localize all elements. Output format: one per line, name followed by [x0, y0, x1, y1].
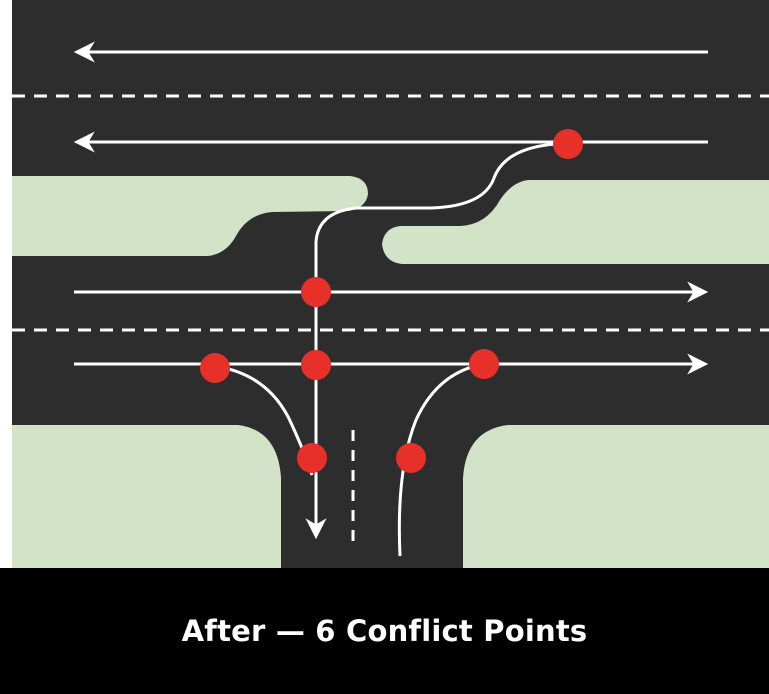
- conflict-point-marker: [469, 349, 499, 379]
- median-island-left: [12, 176, 368, 256]
- conflict-point-marker: [297, 443, 327, 473]
- caption-title: After — 6 Conflict Points: [181, 614, 588, 648]
- caption-bar: After — 6 Conflict Points: [0, 568, 769, 694]
- corner-bottom-left: [12, 425, 281, 572]
- arrow-down-icon: [305, 142, 557, 540]
- conflict-point-marker: [396, 443, 426, 473]
- conflict-point-marker: [301, 350, 331, 380]
- corner-bottom-right: [463, 425, 769, 572]
- conflict-point-marker: [200, 353, 230, 383]
- conflict-point-marker: [301, 277, 331, 307]
- intersection-diagram: [12, 0, 769, 572]
- conflict-point-marker: [553, 129, 583, 159]
- side-road-exit-path: [397, 362, 485, 557]
- median-island-right: [382, 180, 769, 264]
